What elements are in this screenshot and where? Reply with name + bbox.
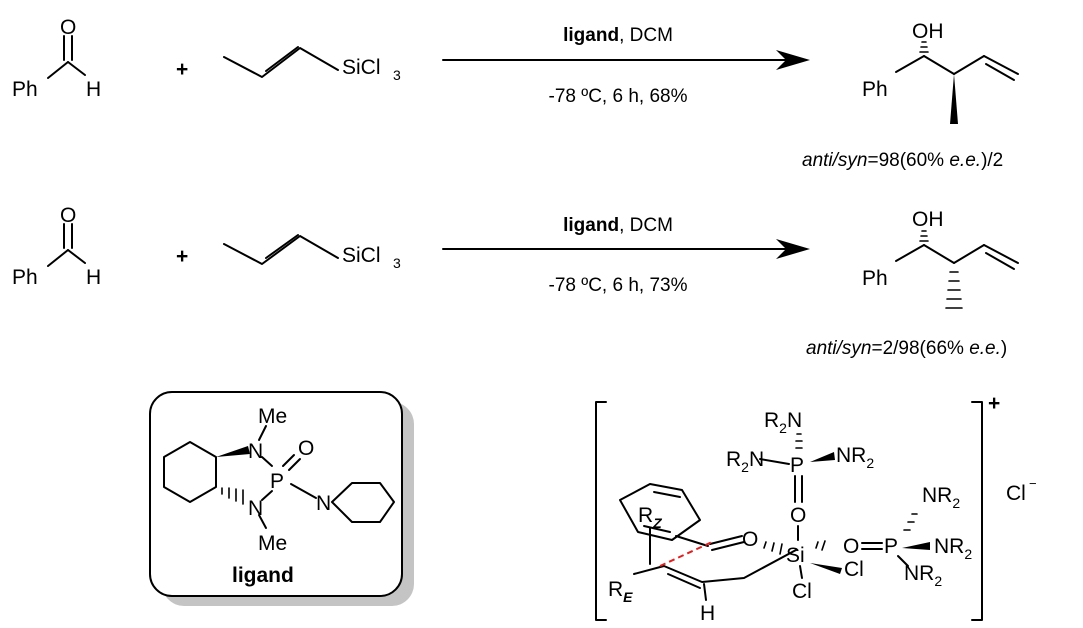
benzaldehyde-2: O Ph H — [12, 204, 101, 289]
ts-cl-bottom: Cl — [792, 580, 812, 603]
product-2-ph: Ph — [862, 267, 888, 290]
ts-r-z: RZ — [638, 504, 662, 531]
ligand-n-bottom: N — [248, 497, 263, 520]
transition-state: + Cl − R2N R2N NR2 P O Si Cl Cl O — [595, 392, 1037, 625]
product-2: OH Ph — [862, 208, 1019, 309]
reaction-2: O Ph H + SiCl 3 ligand, DCM -78 ºC, 6 h,… — [12, 204, 1019, 359]
plus-sign-1: + — [176, 58, 188, 81]
ligand-me-top: Me — [258, 405, 287, 428]
crotylsilane-1-sicl: SiCl — [342, 56, 381, 79]
reaction-1: O Ph H + SiCl 3 ligand, DCM -78 ºC, 6 h,… — [12, 16, 1019, 171]
ts-right-nr2-1: NR2 — [922, 484, 960, 511]
reaction-arrow-2 — [442, 239, 810, 259]
ligand-n-top: N — [248, 440, 263, 463]
benzaldehyde-1: O Ph H — [12, 16, 101, 101]
conditions-top-1: ligand, DCM — [563, 25, 673, 46]
benzaldehyde-1-o: O — [60, 16, 76, 39]
reaction-arrow-1 — [442, 50, 810, 70]
crotylsilane-1: SiCl 3 — [223, 46, 401, 83]
benzaldehyde-2-h: H — [86, 266, 101, 289]
ts-si: Si — [786, 544, 805, 567]
ts-ald-o: O — [742, 528, 758, 551]
ts-top-o: O — [790, 504, 806, 527]
benzaldehyde-2-o: O — [60, 204, 76, 227]
conditions-bottom-2: -78 ºC, 6 h, 73% — [549, 275, 688, 296]
ligand-box: Me N P O N N Me ligand — [149, 391, 414, 606]
conditions-top-2: ligand, DCM — [563, 215, 673, 236]
ts-top-r2n-1: R2N — [764, 409, 802, 436]
benzaldehyde-1-h: H — [86, 78, 101, 101]
selectivity-1: anti/syn=98(60% e.e.)/2 — [802, 150, 1003, 171]
ts-top-p: P — [790, 454, 804, 477]
crotylsilane-2: SiCl 3 — [223, 234, 401, 271]
crotylsilane-2-sicl: SiCl — [342, 244, 381, 267]
product-1-oh: OH — [912, 20, 944, 43]
ligand-caption: ligand — [232, 564, 294, 587]
ligand-p: P — [270, 470, 284, 493]
benzaldehyde-1-ph: Ph — [12, 78, 38, 101]
benzaldehyde-2-ph: Ph — [12, 266, 38, 289]
selectivity-2: anti/syn=2/98(66% e.e.) — [806, 338, 1007, 359]
ts-cl-right: Cl — [844, 558, 864, 581]
ts-h: H — [700, 602, 715, 625]
ts-charge-plus: + — [988, 392, 1000, 415]
ts-r-e: RE — [608, 578, 633, 605]
product-2-oh: OH — [912, 208, 944, 231]
ts-right-nr2-3: NR2 — [904, 562, 942, 589]
ts-right-nr2-2: NR2 — [934, 535, 972, 562]
crotylsilane-1-sub: 3 — [393, 67, 401, 83]
ts-right-p: P — [884, 535, 898, 558]
ligand-o: O — [298, 437, 314, 460]
product-1: OH Ph — [862, 20, 1019, 124]
ligand-me-bottom: Me — [258, 532, 287, 555]
ts-counterion-cl: Cl — [1006, 482, 1026, 505]
ts-counterion-minus: − — [1029, 476, 1037, 491]
ts-top-nr2: NR2 — [836, 444, 874, 471]
conditions-bottom-1: -78 ºC, 6 h, 68% — [549, 86, 688, 107]
plus-sign-2: + — [176, 245, 188, 268]
product-1-ph: Ph — [862, 78, 888, 101]
crotylsilane-2-sub: 3 — [393, 255, 401, 271]
ts-top-r2n-2: R2N — [726, 448, 764, 475]
ts-right-o: O — [843, 535, 859, 558]
ligand-n-piperidine: N — [316, 492, 331, 515]
